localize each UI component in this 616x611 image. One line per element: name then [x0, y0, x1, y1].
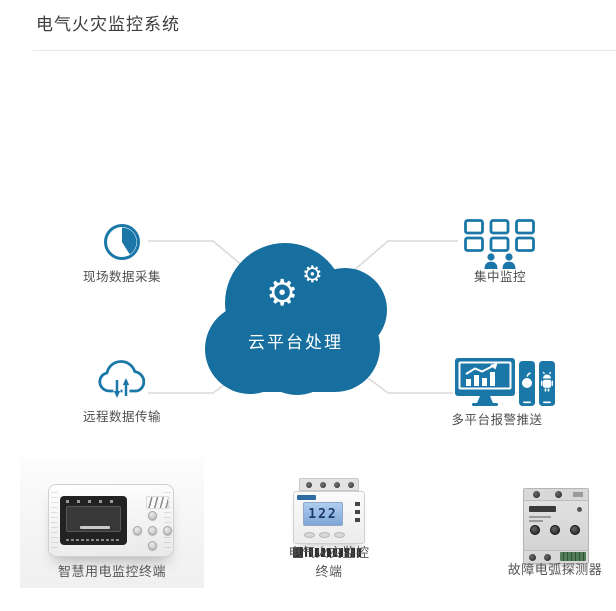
- connector: [293, 547, 303, 558]
- clock-icon: [104, 224, 140, 260]
- gear-icon: ⚙: [302, 262, 323, 288]
- device-photo: [523, 488, 589, 564]
- dpad-button: [148, 526, 157, 535]
- brand-mark: [80, 526, 110, 529]
- terminal-block-top: [299, 478, 359, 491]
- brand-mark: [529, 506, 556, 512]
- device-side-ridge: [164, 492, 171, 549]
- node-label-data-collection: 现场数据采集: [82, 269, 161, 284]
- device-photo: [48, 484, 174, 557]
- button-row: [302, 532, 348, 539]
- device-screen: [66, 506, 121, 532]
- node-label-multiplatform-push: 多平台报警推送: [451, 412, 543, 427]
- dpad-button: [148, 511, 157, 520]
- knob-row: [530, 525, 584, 536]
- vent-grille: [146, 496, 169, 509]
- device-button: [304, 532, 315, 538]
- screw: [544, 554, 551, 561]
- dpad-button: [148, 541, 157, 550]
- monitor-icon: [455, 358, 515, 396]
- terminal-pins: [305, 548, 363, 557]
- indicator-led: [577, 507, 582, 512]
- node-label-central-monitoring: 集中监控: [473, 269, 526, 284]
- device-button: [319, 532, 330, 538]
- device-side-ridge: [51, 492, 58, 549]
- cloud-platform-label: 云平台处理: [248, 333, 343, 353]
- knob: [570, 525, 580, 535]
- brand-mark: [297, 495, 316, 500]
- terminal-block-bottom: [524, 550, 588, 563]
- node-label-remote-transmission: 远程数据传输: [82, 409, 161, 424]
- indicator: [355, 510, 360, 514]
- page-title: 电气火灾监控系统: [36, 15, 180, 35]
- dpad-buttons: [133, 511, 172, 550]
- device-screen: 122: [303, 502, 343, 526]
- header-divider: [33, 50, 616, 51]
- multi-device-icon: [455, 358, 555, 406]
- device-front-panel: [60, 496, 127, 545]
- product-smart-power-terminal: 智慧用电监控终端: [20, 458, 204, 588]
- screw: [306, 482, 312, 488]
- screw: [348, 482, 354, 488]
- terminal-block-top: [524, 489, 588, 501]
- screw: [334, 482, 340, 488]
- device-photo: 122: [293, 478, 365, 560]
- cloud-shape: [205, 243, 387, 395]
- monitor-grid-people-icon: [464, 219, 535, 269]
- screw: [555, 491, 562, 498]
- knob: [530, 525, 540, 535]
- device-button: [334, 532, 345, 538]
- label-text-line: [529, 516, 551, 518]
- indicator: [355, 502, 360, 506]
- knob: [550, 525, 560, 535]
- screw: [533, 491, 540, 498]
- cloud-transfer-icon: [98, 360, 146, 399]
- led-indicator-row: [66, 500, 121, 503]
- screw: [529, 554, 536, 561]
- product-caption: 故障电弧探测器: [507, 563, 603, 578]
- dpad-button: [163, 526, 172, 535]
- label-text-line: [529, 520, 543, 522]
- device-body: 122: [293, 491, 365, 544]
- product-caption: 电气火灾监控终端: [288, 546, 370, 580]
- gear-icon: ⚙: [266, 273, 299, 314]
- connector: [573, 492, 583, 497]
- screw: [320, 482, 326, 488]
- panel-text-line: [66, 539, 121, 541]
- dpad-button: [133, 526, 142, 535]
- green-terminal-connector: [560, 552, 586, 561]
- product-arc-fault-detector: 故障电弧探测器: [505, 482, 605, 578]
- product-fire-monitor-terminal: 122 电气火灾监控终端: [283, 476, 375, 580]
- product-caption: 智慧用电监控终端: [57, 565, 166, 580]
- indicator: [355, 518, 360, 522]
- terminal-block-bottom: [293, 546, 365, 560]
